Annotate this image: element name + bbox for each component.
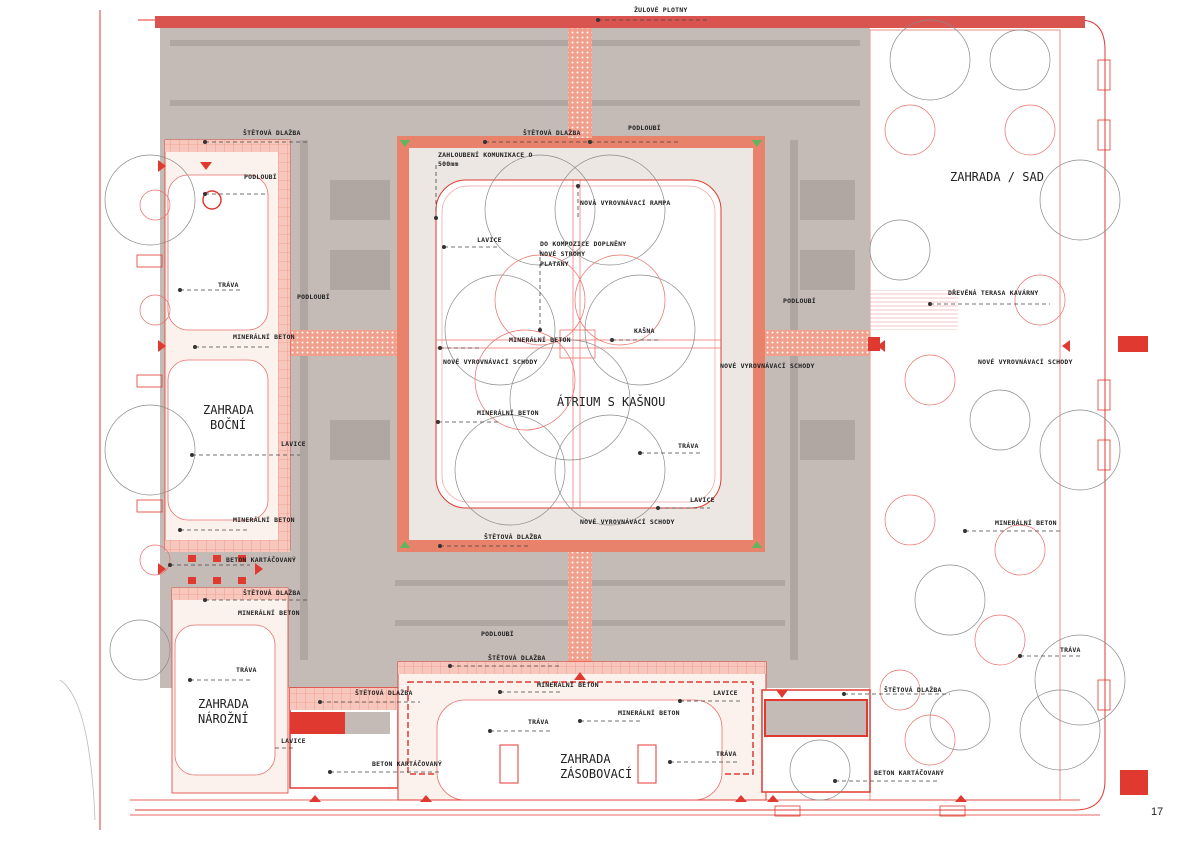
label-steps: NOVÉ VYROVNÁVACÍ SCHODY — [443, 358, 538, 366]
label-bench: LAVICE — [690, 496, 715, 504]
label-mineral-concrete: MINERÁLNÍ BETON — [995, 519, 1057, 527]
granite-strip — [155, 16, 1085, 28]
label-steps: NOVÉ VYROVNÁVACÍ SCHODY — [720, 362, 815, 370]
entrance-arrows — [158, 160, 1070, 802]
label-grass: TRÁVA — [678, 442, 699, 450]
label-bench: LAVICE — [477, 236, 502, 244]
spiral-stair — [202, 190, 222, 210]
label-sunken-path: ZAHLOUBENÍ KOMUNIKACE O — [438, 151, 533, 159]
atrium-lawn — [435, 179, 722, 509]
label-cobble-paving: ŠTĚTOVÁ DLAŽBA — [355, 689, 413, 697]
label-arcade: PODLOUBÍ — [783, 297, 816, 305]
label-cobble-paving: ŠTĚTOVÁ DLAŽBA — [884, 686, 942, 694]
label-bench: LAVICE — [713, 689, 738, 697]
label-brushed-concrete: BETON KARTÁČOVANÝ — [226, 556, 296, 564]
title-side-garden: ZAHRADA — [203, 403, 254, 417]
label-cobble-paving: ŠTĚTOVÁ DLAŽBA — [488, 654, 546, 662]
label-fountain: KAŠNA — [634, 327, 655, 335]
label-bench: LAVICE — [281, 737, 306, 745]
label-cobble-paving: ŠTĚTOVÁ DLAŽBA — [523, 129, 581, 137]
title-corner-garden: ZAHRADA — [198, 697, 249, 711]
cafe-terrace — [868, 290, 958, 330]
label-cobble-paving: ŠTĚTOVÁ DLAŽBA — [243, 129, 301, 137]
page-number: 17 — [1151, 806, 1164, 818]
title-atrium: ÁTRIUM S KAŠNOU — [557, 395, 666, 409]
label-sunken-path-depth: 500mm — [438, 160, 459, 168]
label-cobble-paving: ŠTĚTOVÁ DLAŽBA — [484, 533, 542, 541]
label-arcade: PODLOUBÍ — [297, 293, 330, 301]
label-mineral-concrete: MINERÁLNÍ BETON — [233, 516, 295, 524]
site-boundary — [99, 10, 1106, 830]
label-grass: TRÁVA — [716, 750, 737, 758]
label-new-trees: NOVÉ STROMY — [540, 250, 586, 258]
label-arcade: PODLOUBÍ — [244, 173, 277, 181]
label-steps: NOVÉ VYROVNÁVACÍ SCHODY — [580, 518, 675, 526]
label-mineral-concrete: MINERÁLNÍ BETON — [233, 333, 295, 341]
label-brushed-concrete: BETON KARTÁČOVANÝ — [874, 769, 944, 777]
title-supply-garden: ZAHRADA — [560, 752, 611, 766]
label-grass: TRÁVA — [528, 718, 549, 726]
orchard-garden — [869, 29, 1061, 801]
label-arcade: PODLOUBÍ — [481, 630, 514, 638]
label-mineral-concrete: MINERÁLNÍ BETON — [537, 681, 599, 689]
trees-red — [139, 104, 1066, 766]
title-corner-garden-2: NÁROŽNÍ — [198, 712, 249, 726]
label-mineral-concrete: MINERÁLNÍ BETON — [238, 609, 300, 617]
label-grass: TRÁVA — [1060, 646, 1081, 654]
label-new-trees: DO KOMPOZICE DOPLNĚNY — [540, 240, 627, 248]
label-arcade: PODLOUBÍ — [628, 124, 661, 132]
label-grass: TRÁVA — [236, 666, 257, 674]
label-cobble-paving: ŠTĚTOVÁ DLAŽBA — [243, 589, 301, 597]
label-grass: TRÁVA — [218, 281, 239, 289]
label-mineral-concrete: MINERÁLNÍ BETON — [477, 409, 539, 417]
trees-gray — [104, 19, 1126, 801]
title-side-garden-2: BOČNÍ — [210, 418, 247, 432]
title-orchard: ZAHRADA / SAD — [950, 170, 1044, 184]
title-supply-garden-2: ZÁSOBOVACÍ — [560, 767, 633, 781]
leader-dots — [168, 18, 1022, 783]
label-new-trees: PLATANY — [540, 260, 569, 268]
label-cafe-terrace: DŘEVĚNÁ TERASA KAVÁRNY — [948, 289, 1039, 297]
label-mineral-concrete: MINERÁLNÍ BETON — [509, 336, 571, 344]
label-ramp: NOVÁ VYROVNÁVACÍ RAMPA — [580, 199, 671, 207]
label-steps: NOVÉ VYROVNÁVACÍ SCHODY — [978, 358, 1073, 366]
label-mineral-concrete: MINERÁLNÍ BETON — [618, 709, 680, 717]
label-granite-slabs: ŽULOVÉ PLOTNY — [634, 6, 688, 14]
label-brushed-concrete: BETON KARTÁČOVANÝ — [372, 760, 442, 768]
label-bench: LAVICE — [281, 440, 306, 448]
leader-lines — [170, 19, 1080, 782]
